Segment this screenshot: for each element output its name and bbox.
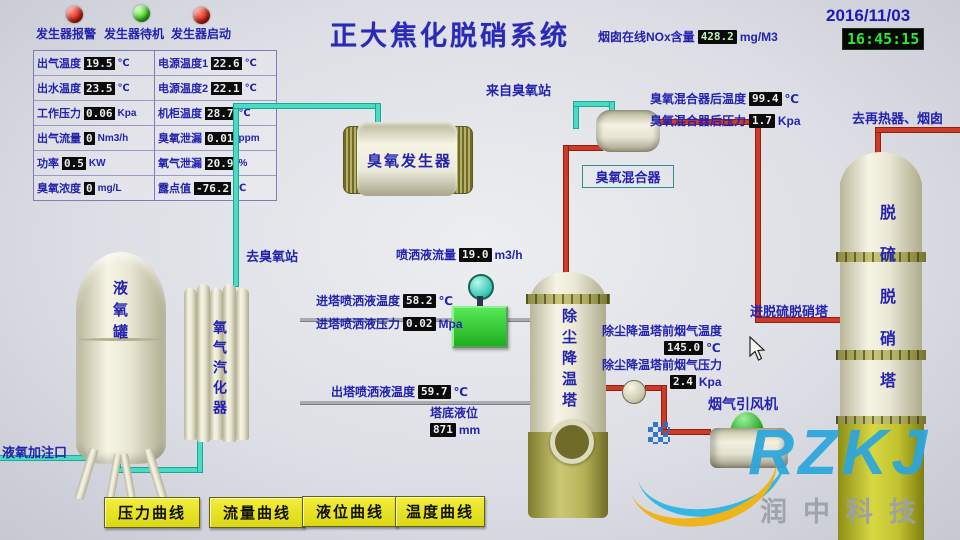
- pre-tower-gas-press-readout: 除尘降温塔前烟气压力 2.4 Kpa: [602, 358, 723, 389]
- liquid-oxygen-tank: 液氧罐: [74, 252, 168, 501]
- pipe-vaporizer-up: [234, 104, 238, 286]
- oxygen-vaporizer-label: 氧气汽化器: [212, 320, 228, 420]
- pipe-fan-in: [662, 430, 710, 434]
- pipe-to-fan-v: [662, 386, 666, 434]
- pipe-to-reheater: [876, 128, 960, 132]
- generator-standby-label: 发生器待机: [104, 27, 165, 41]
- page-title: 正大焦化脱硝系统: [330, 21, 570, 51]
- pipe-to-dust-tower: [564, 146, 568, 280]
- ozone-mixer: [596, 110, 660, 152]
- generator-start-label: 发生器启动: [171, 27, 232, 41]
- flue-line-pump: [622, 380, 646, 404]
- pipe-to-fan-h: [646, 386, 666, 390]
- date-display: 2016/11/03: [826, 6, 911, 25]
- pipe-into-tower: [756, 318, 848, 322]
- tower-manhole: [550, 420, 594, 464]
- pipe-ozone-to-mixer: [574, 102, 614, 106]
- pipe-mixer-branch: [564, 146, 602, 150]
- pipe-vaporizer-in: [198, 440, 202, 472]
- generator-standby-lamp: [133, 5, 150, 22]
- to-ozone-station-label: 去臭氧站: [246, 249, 299, 264]
- pipe-generator-out: [574, 102, 578, 128]
- flue-gas-fan-label: 烟气引风机: [708, 396, 778, 412]
- into-denitration-tower-label: 进脱硫脱硝塔: [750, 304, 829, 319]
- spray-actuator-stem: [477, 296, 483, 310]
- dust-cooling-tower-label: 除尘降温塔: [560, 308, 577, 413]
- tank-seam: [78, 338, 164, 341]
- pipe-lox-fill: [0, 456, 118, 460]
- pipe-into-generator: [376, 104, 380, 128]
- nox-label: 烟囱在线NOx含量: [598, 30, 695, 44]
- pipe-down-to-tower: [756, 120, 760, 322]
- from-ozone-station-label: 来自臭氧站: [486, 83, 552, 98]
- liquid-oxygen-tank-label: 液氧罐: [111, 280, 128, 346]
- pipe-tower-top: [876, 128, 880, 164]
- mouse-cursor: [749, 336, 766, 361]
- ozone-generator-label: 臭氧发生器: [367, 153, 453, 170]
- pressure-curve-button[interactable]: 压力曲线: [104, 497, 200, 528]
- generator-alarm-lamp: [66, 6, 83, 23]
- spray-inlet-valve[interactable]: [452, 306, 508, 348]
- tower-level-readout: 塔底液位 871 mm: [430, 406, 481, 437]
- generator-start-lamp: [193, 7, 210, 24]
- ozone-generator: 臭氧发生器: [343, 122, 473, 196]
- nox-value: 428.2: [697, 29, 737, 44]
- to-reheater-chimney-label: 去再热器、烟囱: [852, 111, 944, 126]
- mixer-out-temp-readout: 臭氧混合器后温度 99.4 ℃: [650, 91, 800, 106]
- pipe-mixer-out: [656, 120, 760, 124]
- flue-gas-fan: [706, 412, 792, 468]
- nox-unit: mg/M3: [739, 29, 778, 44]
- tank-leg: [74, 447, 99, 501]
- spray-in-press-readout: 进塔喷洒液压力 0.02 Mpa: [316, 316, 463, 331]
- panel-cell: 露点值-76.2℃: [158, 181, 247, 195]
- pipe-dust-tower-out: [600, 386, 626, 390]
- lox-fill-port-label: 液氧加注口: [2, 445, 68, 460]
- spray-out-temp-readout: 出塔喷洒液温度 59.7 ℃: [331, 384, 469, 399]
- mixer-out-press-readout: 臭氧混合器后压力 1.7 Kpa: [650, 113, 801, 128]
- dust-cooling-tower: 除尘降温塔: [526, 250, 610, 518]
- desulfur-denitration-tower: 脱硫脱硝塔: [836, 152, 926, 540]
- fan-body: [710, 428, 788, 468]
- temperature-curve-button[interactable]: 温度曲线: [395, 496, 485, 527]
- flow-curve-button[interactable]: 流量曲线: [209, 497, 305, 528]
- level-curve-button[interactable]: 液位曲线: [302, 496, 398, 527]
- pipe-spray-out: [300, 401, 530, 404]
- generator-alarm-label: 发生器报警: [36, 27, 97, 41]
- spray-in-temp-readout: 进塔喷洒液温度 58.2 ℃: [316, 293, 454, 308]
- time-display: 16:45:15: [842, 28, 925, 50]
- desulfur-denitration-tower-label: 脱硫脱硝塔: [877, 204, 894, 414]
- pipe-oxygen-top: [234, 104, 380, 108]
- oxygen-vaporizer: 氧气汽化器: [184, 284, 250, 444]
- pipe-mixer-in: [610, 102, 614, 116]
- stack-nox-readout: 烟囱在线NOx含量 428.2 mg/M3: [598, 28, 778, 45]
- ozone-mixer-label: 臭氧混合器: [595, 170, 661, 185]
- pre-tower-gas-temp-readout: 除尘降温塔前烟气温度 145.0 ℃: [602, 324, 723, 355]
- ozone-mixer-label-box: 臭氧混合器: [582, 165, 674, 188]
- spray-flow-readout: 喷洒液流量 19.0 m3/h: [396, 247, 523, 262]
